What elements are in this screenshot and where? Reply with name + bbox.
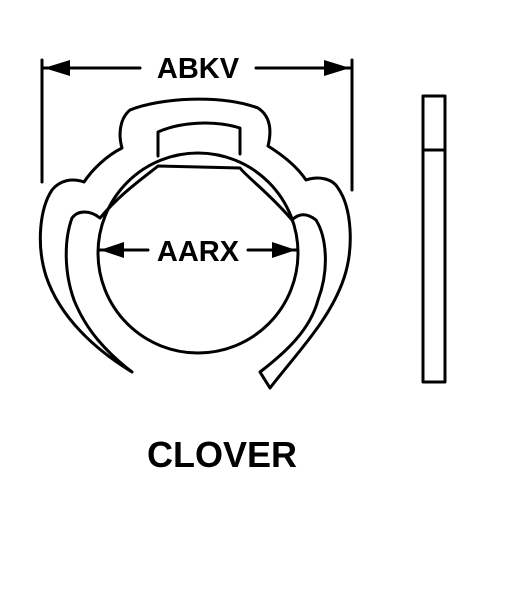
top-tab bbox=[156, 121, 242, 158]
side-view-profile bbox=[421, 94, 447, 384]
inner-dimension-label: AARX bbox=[157, 236, 240, 268]
inner-bore bbox=[96, 151, 300, 355]
style-name-label: CLOVER bbox=[147, 434, 297, 475]
outer-arrow-left bbox=[44, 60, 70, 76]
outer-dimension-label: ABKV bbox=[157, 53, 240, 85]
outer-arrow-right bbox=[324, 60, 350, 76]
inner-arrow-right bbox=[272, 242, 296, 258]
inner-arrow-left bbox=[100, 242, 124, 258]
